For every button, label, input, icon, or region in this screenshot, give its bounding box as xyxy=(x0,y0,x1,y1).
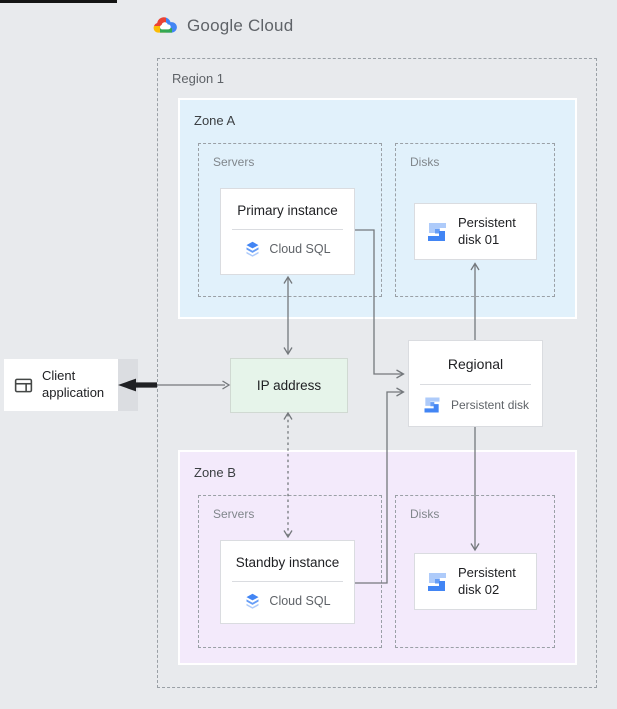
zone-a-servers-group: Servers xyxy=(198,143,382,297)
standby-instance-title: Standby instance xyxy=(235,555,340,570)
primary-instance-title: Primary instance xyxy=(237,203,338,218)
card-divider xyxy=(232,229,343,230)
primary-product-label: Cloud SQL xyxy=(269,241,331,256)
card-divider xyxy=(420,384,531,385)
client-application-card: Client application xyxy=(4,359,118,411)
persistent-disk-01-card: Persistent disk 01 xyxy=(414,203,537,260)
zone-b-servers-label: Servers xyxy=(213,507,255,521)
regional-title: Regional xyxy=(447,356,504,372)
zone-a-label: Zone A xyxy=(194,113,236,128)
persistent-disk-icon xyxy=(424,397,440,413)
zone-b-disks-label: Disks xyxy=(410,507,440,521)
google-cloud-logo-icon xyxy=(153,17,177,33)
persistent-disk-01-title: Persistent disk 01 xyxy=(458,214,516,247)
region-label: Region 1 xyxy=(172,71,225,86)
region-1-container: Region 1 xyxy=(157,58,597,688)
persistent-disk-02-card: Persistent disk 02 xyxy=(414,553,537,610)
ip-address-label: IP address xyxy=(256,378,322,393)
logo-text: Google Cloud xyxy=(187,16,294,35)
client-app-window-icon xyxy=(14,378,33,392)
card-divider xyxy=(232,581,343,582)
top-black-bar xyxy=(0,0,117,3)
regional-subtitle: Persistent disk xyxy=(451,398,530,412)
cloud-sql-icon xyxy=(246,593,259,609)
zone-a-servers-label: Servers xyxy=(213,155,255,169)
regional-product-row: Persistent disk xyxy=(422,395,542,415)
zone-a-disks-label: Disks xyxy=(410,155,440,169)
standby-instance-card: Standby instance Cloud SQL xyxy=(220,540,355,624)
cloud-sql-icon xyxy=(246,241,259,257)
zone-b-label: Zone B xyxy=(194,465,236,480)
ip-address-box: IP address xyxy=(230,358,348,413)
google-cloud-logo: Google Cloud xyxy=(153,15,293,37)
client-application-label: Client application xyxy=(42,368,105,400)
regional-persistent-disk-card: Regional Persistent disk xyxy=(408,340,543,427)
product-row: Cloud SQL xyxy=(244,592,331,609)
primary-instance-card: Primary instance Cloud SQL xyxy=(220,188,355,275)
client-edge-band xyxy=(118,359,138,411)
persistent-disk-icon xyxy=(428,222,446,241)
persistent-disk-icon xyxy=(428,572,446,591)
persistent-disk-02-title: Persistent disk 02 xyxy=(458,564,516,597)
product-row: Cloud SQL xyxy=(244,240,331,257)
standby-product-label: Cloud SQL xyxy=(269,593,331,608)
